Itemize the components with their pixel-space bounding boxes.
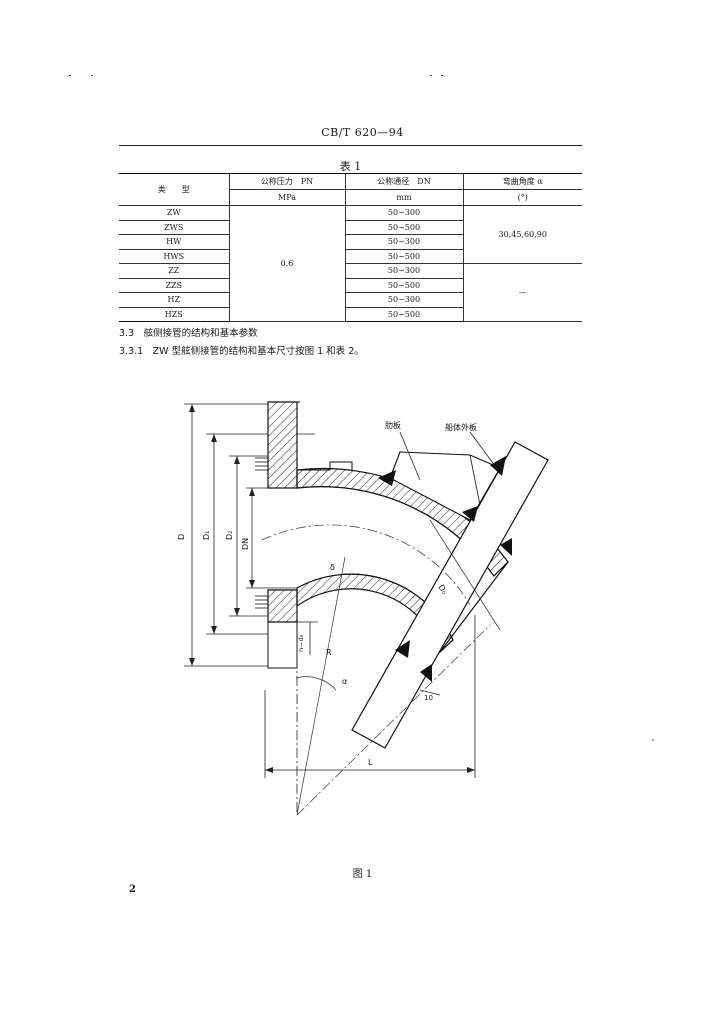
scan-speck bbox=[430, 75, 432, 76]
label-delta: δ bbox=[330, 563, 335, 572]
label-10: 10 bbox=[424, 694, 433, 702]
label-L: L bbox=[368, 758, 373, 767]
dimension-lines bbox=[184, 403, 499, 815]
section-3-3-1: 3.3.1 ZW 型舷侧接管的结构和基本尺寸按图 1 和表 2。 bbox=[119, 346, 364, 357]
label-alpha: α bbox=[342, 677, 347, 686]
table-row: ZW 0.6 50~300 30,45,60,90 bbox=[119, 205, 582, 322]
table-row: ZZ 50~300 — bbox=[119, 263, 582, 322]
table-row: HW 50~300 bbox=[119, 234, 582, 250]
table-row: HWS 50~500 bbox=[119, 248, 582, 264]
flange bbox=[267, 401, 298, 489]
pipe-end-face bbox=[439, 561, 509, 653]
label-D2: D₂ bbox=[225, 531, 234, 540]
label-DN: DN bbox=[241, 538, 250, 550]
welds bbox=[378, 456, 512, 682]
scan-speck bbox=[69, 75, 71, 76]
table-row: ZWS 50~500 bbox=[119, 219, 582, 235]
label-rib: 肋板 bbox=[385, 420, 401, 430]
diameter-cell: 50~500 bbox=[344, 306, 464, 322]
table-row: HZS 50~500 bbox=[119, 306, 582, 322]
label-D1: D₁ bbox=[202, 531, 211, 540]
type-cell: HW bbox=[119, 234, 230, 250]
hull-plate bbox=[351, 441, 549, 749]
flange-tail bbox=[267, 622, 298, 669]
dimension-arrowheads bbox=[189, 404, 475, 773]
flange-bolt-marks bbox=[255, 457, 268, 609]
standard-number: CB/T 620—94 bbox=[321, 126, 404, 139]
angle-cell: 30,45,60,90 bbox=[462, 205, 582, 264]
pressure-cell: 0.6 bbox=[228, 205, 346, 322]
pipe-centreline bbox=[261, 524, 471, 606]
scan-speck bbox=[91, 75, 93, 76]
label-hull-plate: 船体外板 bbox=[445, 422, 477, 432]
header-rule bbox=[119, 145, 582, 146]
figure-caption: 图 1 bbox=[352, 869, 373, 880]
page-number: 2 bbox=[129, 884, 136, 895]
spec-table: 类 型 公称压力 PN 公称通径 DN 弯曲角度 α MPa mm (°) ZW… bbox=[119, 173, 582, 322]
diameter-cell: 50~300 bbox=[344, 234, 464, 250]
table-title: 表 1 bbox=[339, 160, 362, 173]
label-D0: D₀ bbox=[436, 583, 449, 596]
label-n-d0: n—d₀ bbox=[297, 634, 305, 652]
label-D: D bbox=[177, 534, 186, 540]
scan-speck bbox=[441, 75, 443, 76]
col-header-type: 类 型 bbox=[119, 173, 230, 206]
flange-lower bbox=[267, 589, 298, 623]
diameter-cell: 50~300 bbox=[344, 205, 464, 221]
angle-cell: — bbox=[462, 263, 582, 322]
section-3-3: 3.3 舷侧接管的结构和基本参数 bbox=[119, 328, 258, 339]
diameter-cell: 50~500 bbox=[344, 219, 464, 235]
type-cell: ZWS bbox=[119, 219, 230, 235]
label-R: R bbox=[326, 648, 332, 657]
type-cell: HZS bbox=[119, 306, 230, 322]
